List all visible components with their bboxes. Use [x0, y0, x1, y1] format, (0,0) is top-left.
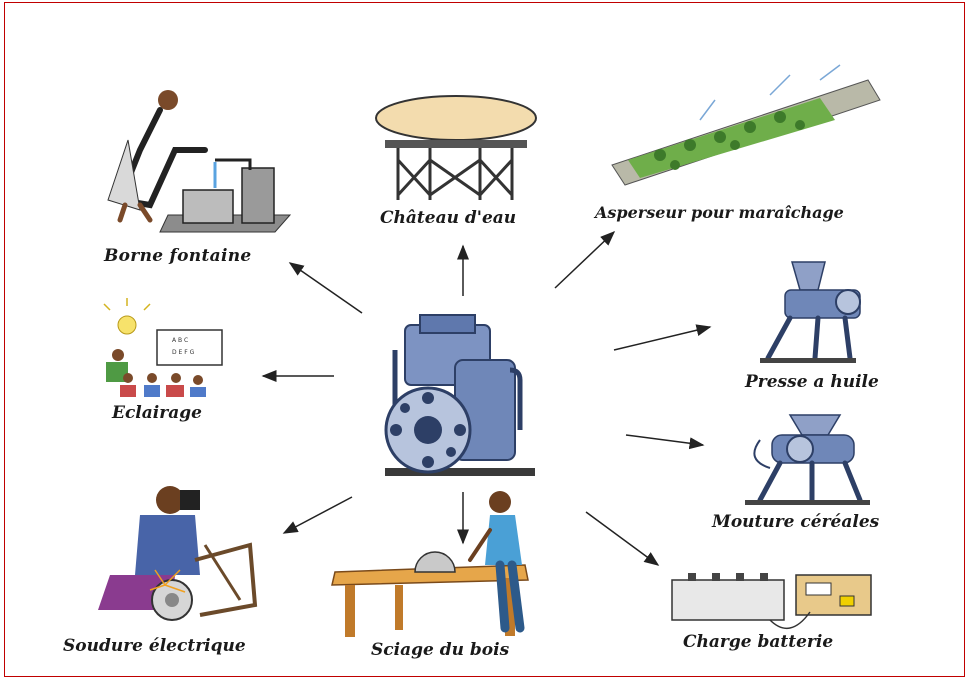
oil-press-icon: [760, 261, 861, 363]
diesel-engine-icon: [384, 314, 535, 476]
arrow-to-borne: [288, 262, 363, 314]
arrow-to-asperseur: [554, 230, 616, 289]
charge-batterie-label: Charge batterie: [683, 632, 833, 652]
water-tap-icon: [107, 90, 292, 233]
sprinkler-field-icon: [611, 64, 881, 186]
presse-huile-label: Presse a huile: [744, 372, 879, 392]
battery-charger-icon: [671, 573, 872, 629]
borne-fontaine-label: Borne fontaine: [103, 246, 251, 266]
welding-icon: [98, 486, 258, 621]
light-bulb-icon: A B C D E F G: [103, 298, 223, 397]
soudure-label: Soudure électrique: [63, 636, 246, 656]
grain-mill-icon: [745, 414, 870, 505]
eclairage-label: Eclairage: [111, 403, 202, 423]
arrow-to-presse: [613, 324, 712, 351]
svg-text:D E F G: D E F G: [172, 349, 195, 356]
water-tower-icon: [375, 95, 537, 200]
mouture-label: Mouture céréales: [711, 512, 880, 532]
chateau-eau-label: Château d'eau: [380, 208, 516, 228]
sciage-label: Sciage du bois: [371, 640, 510, 660]
saw-icon: [331, 491, 529, 637]
arrow-to-soudure: [282, 496, 353, 534]
arrow-to-charge: [585, 511, 660, 566]
svg-text:A B C: A B C: [172, 337, 188, 344]
arrow-to-mouture: [625, 434, 705, 450]
asperseur-label: Asperseur pour maraîchage: [593, 203, 844, 222]
